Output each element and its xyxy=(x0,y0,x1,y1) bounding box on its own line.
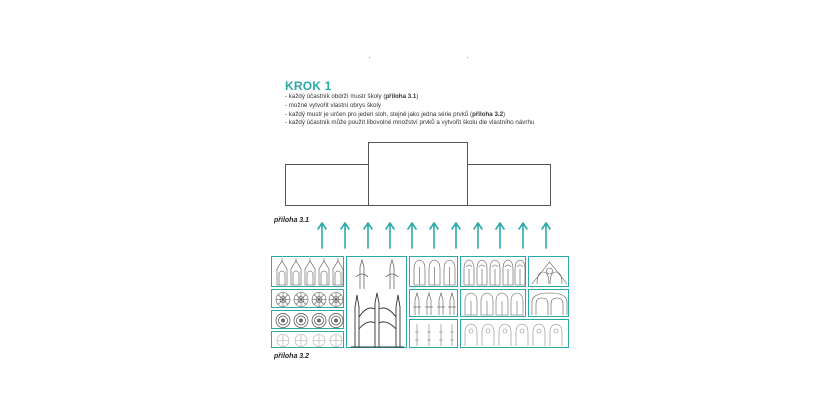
tile-pinnacle-windows xyxy=(271,256,344,287)
instruction-item: - každý účastník může použít libovolné m… xyxy=(285,119,535,127)
tile-rose-windows-c xyxy=(271,331,344,348)
annex-label-3-1: příloha 3.1 xyxy=(274,217,310,224)
step-heading: KROK 1 xyxy=(285,79,332,93)
tracery-arch-icon xyxy=(549,323,563,346)
gothic-pinnacle-icon xyxy=(276,258,288,286)
gothic-pinnacle-icon xyxy=(427,324,431,346)
tile-small-pinnacles xyxy=(409,289,458,317)
gothic-pinnacle-icon xyxy=(304,258,316,286)
arrow-row xyxy=(317,222,551,249)
tile-lancet-windows xyxy=(409,256,458,287)
tile-tracery-arches xyxy=(528,289,569,317)
lancet-window-icon xyxy=(428,259,441,286)
up-arrow-icon xyxy=(317,222,327,249)
gothic-pinnacle-icon xyxy=(355,258,369,289)
gothic-pinnacle-icon xyxy=(439,324,443,346)
rose-window-icon xyxy=(294,334,308,347)
tile-arch-series xyxy=(460,319,569,348)
lancet-window-icon xyxy=(476,259,488,286)
rose-window-icon xyxy=(312,334,326,347)
annex-label-3-2: příloha 3.2 xyxy=(274,353,310,360)
up-arrow-icon xyxy=(518,222,528,249)
lancet-window-icon xyxy=(464,292,478,316)
tile-rose-windows-b xyxy=(271,310,344,329)
tracery-arch-icon xyxy=(515,323,529,346)
lancet-window-icon xyxy=(514,259,526,286)
tile-rose-windows-a xyxy=(271,289,344,308)
left-wing xyxy=(285,164,370,206)
tracery-arch-icon xyxy=(532,323,546,346)
gothic-pinnacle-icon xyxy=(450,324,454,346)
rose-window-icon xyxy=(329,334,343,347)
scan-dot xyxy=(369,57,370,58)
rose-window-icon xyxy=(293,313,309,328)
gothic-pinnacle-icon xyxy=(385,258,399,289)
up-arrow-icon xyxy=(385,222,395,249)
up-arrow-icon xyxy=(407,222,417,249)
gothic-pinnacle-icon xyxy=(290,258,302,286)
tile-gables xyxy=(528,256,569,287)
up-arrow-icon xyxy=(495,222,505,249)
rose-window-icon xyxy=(276,334,290,347)
tile-traceried-windows xyxy=(460,256,526,287)
instruction-list: - každý účastník obdrží mustr školy (pří… xyxy=(285,93,534,128)
gothic-pinnacle-icon xyxy=(437,291,445,315)
up-arrow-icon xyxy=(340,222,350,249)
tracery-arch-icon xyxy=(464,323,478,346)
tracery-arch-icon xyxy=(498,323,512,346)
tracery-arch-icon xyxy=(531,261,568,285)
lancet-window-icon xyxy=(480,292,494,316)
rose-window-icon xyxy=(311,313,327,328)
tile-flying-buttresses xyxy=(346,256,407,348)
up-arrow-icon xyxy=(541,222,551,249)
school-template xyxy=(285,142,551,206)
lancet-window-icon xyxy=(413,259,426,286)
instruction-item: - každý mustr je určen pro jeden sloh, s… xyxy=(285,110,506,118)
scan-dot xyxy=(467,57,468,58)
lancet-window-icon xyxy=(489,259,501,286)
tile-arched-windows xyxy=(460,289,526,317)
instruction-item: - každý účastník obdrží mustr školy (pří… xyxy=(285,93,419,100)
rose-window-icon xyxy=(328,313,344,328)
rose-window-icon xyxy=(311,292,327,307)
tracery-arch-icon xyxy=(531,292,568,315)
rose-window-icon xyxy=(293,292,309,307)
instruction-item: - možné vytvořit vlastní obrys školy xyxy=(285,101,381,109)
central-block xyxy=(368,142,468,206)
up-arrow-icon xyxy=(363,222,373,249)
tracery-arch-icon xyxy=(481,323,495,346)
lancet-window-icon xyxy=(495,292,509,316)
up-arrow-icon xyxy=(473,222,483,249)
rose-window-icon xyxy=(275,292,291,307)
gothic-pinnacle-icon xyxy=(332,258,344,286)
up-arrow-icon xyxy=(429,222,439,249)
gothic-pinnacle-icon xyxy=(413,291,421,315)
gothic-pinnacle-icon xyxy=(318,258,330,286)
flying-buttress-icon xyxy=(351,292,404,348)
up-arrow-icon xyxy=(451,222,461,249)
lancet-window-icon xyxy=(443,259,456,286)
tile-thin-spires xyxy=(409,319,458,348)
lancet-window-icon xyxy=(463,259,475,286)
gothic-pinnacle-icon xyxy=(425,291,433,315)
gothic-pinnacle-icon xyxy=(415,324,419,346)
rose-window-icon xyxy=(275,313,291,328)
lancet-window-icon xyxy=(502,259,514,286)
rose-window-icon xyxy=(328,292,344,307)
gothic-pinnacle-icon xyxy=(448,291,456,315)
lancet-window-icon xyxy=(510,292,524,316)
